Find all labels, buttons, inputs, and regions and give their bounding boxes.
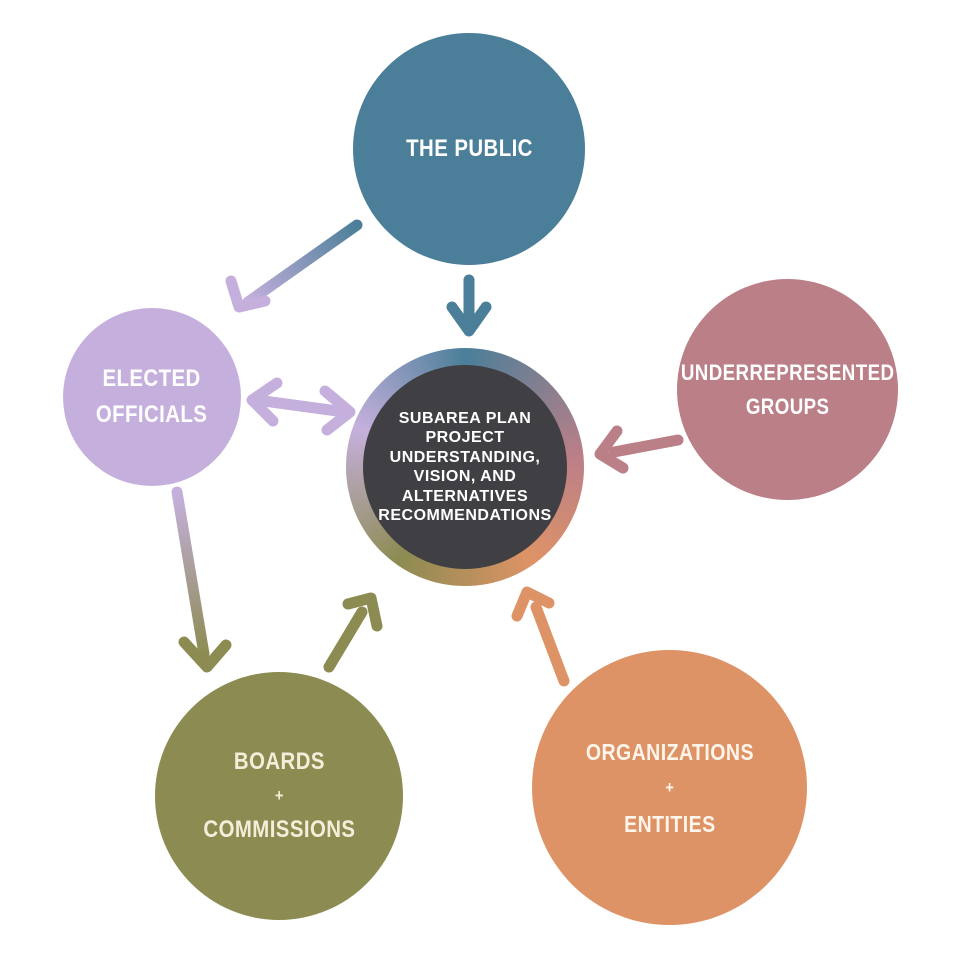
node-boards-commissions-label: BOARDS + COMMISSIONS xyxy=(203,745,355,847)
node-elected-officials-label: ELECTED OFFICIALS xyxy=(96,361,207,433)
label-line: ENTITIES xyxy=(623,810,716,837)
arrow-public-to-center xyxy=(446,274,492,337)
label-line: UNDERREPRESENTED xyxy=(680,359,895,385)
label-line: ORGANIZATIONS xyxy=(585,738,754,765)
label-line: BOARDS xyxy=(233,748,325,775)
arrow-organizations-to-center xyxy=(511,586,570,687)
node-the-public: THE PUBLIC xyxy=(353,33,585,265)
node-boards-commissions: BOARDS + COMMISSIONS xyxy=(155,672,403,920)
node-organizations-entities: ORGANIZATIONS + ENTITIES xyxy=(532,650,807,925)
node-organizations-entities-label: ORGANIZATIONS + ENTITIES xyxy=(585,734,753,842)
arrow-elected-officials-to-boards xyxy=(171,486,232,673)
arrow-boards-to-center xyxy=(323,592,383,673)
label-line: COMMISSIONS xyxy=(202,816,356,843)
node-underrepresented-groups: UNDERREPRESENTED GROUPS xyxy=(677,279,898,500)
center-node-gradient-ring: SUBAREA PLAN PROJECT UNDERSTANDING, VISI… xyxy=(346,348,584,586)
label-line: VISION, AND xyxy=(413,468,517,485)
node-elected-officials: ELECTED OFFICIALS xyxy=(63,308,241,486)
label-line: PROJECT xyxy=(425,429,505,446)
arrow-elected-officials-center-two-way xyxy=(246,377,356,436)
center-node-label: SUBAREA PLAN PROJECT UNDERSTANDING, VISI… xyxy=(378,409,551,526)
node-underrepresented-groups-label: UNDERREPRESENTED GROUPS xyxy=(681,356,895,424)
center-node-subarea-plan: SUBAREA PLAN PROJECT UNDERSTANDING, VISI… xyxy=(363,365,567,569)
node-the-public-label: THE PUBLIC xyxy=(406,135,533,163)
label-line: THE PUBLIC xyxy=(405,135,533,162)
label-line: GROUPS xyxy=(745,393,830,419)
label-line: ALTERNATIVES xyxy=(401,487,529,505)
label-line: ELECTED xyxy=(102,365,202,392)
label-line: SUBAREA PLAN xyxy=(398,409,532,427)
arrow-underrepresented-to-center xyxy=(594,425,684,474)
arrow-public-to-elected-officials xyxy=(225,219,363,313)
label-line: RECOMMENDATIONS xyxy=(378,507,552,524)
plus-sign: + xyxy=(665,777,674,797)
label-line: UNDERSTANDING, xyxy=(389,448,541,466)
label-line: OFFICIALS xyxy=(96,401,208,428)
plus-sign: + xyxy=(274,786,284,805)
